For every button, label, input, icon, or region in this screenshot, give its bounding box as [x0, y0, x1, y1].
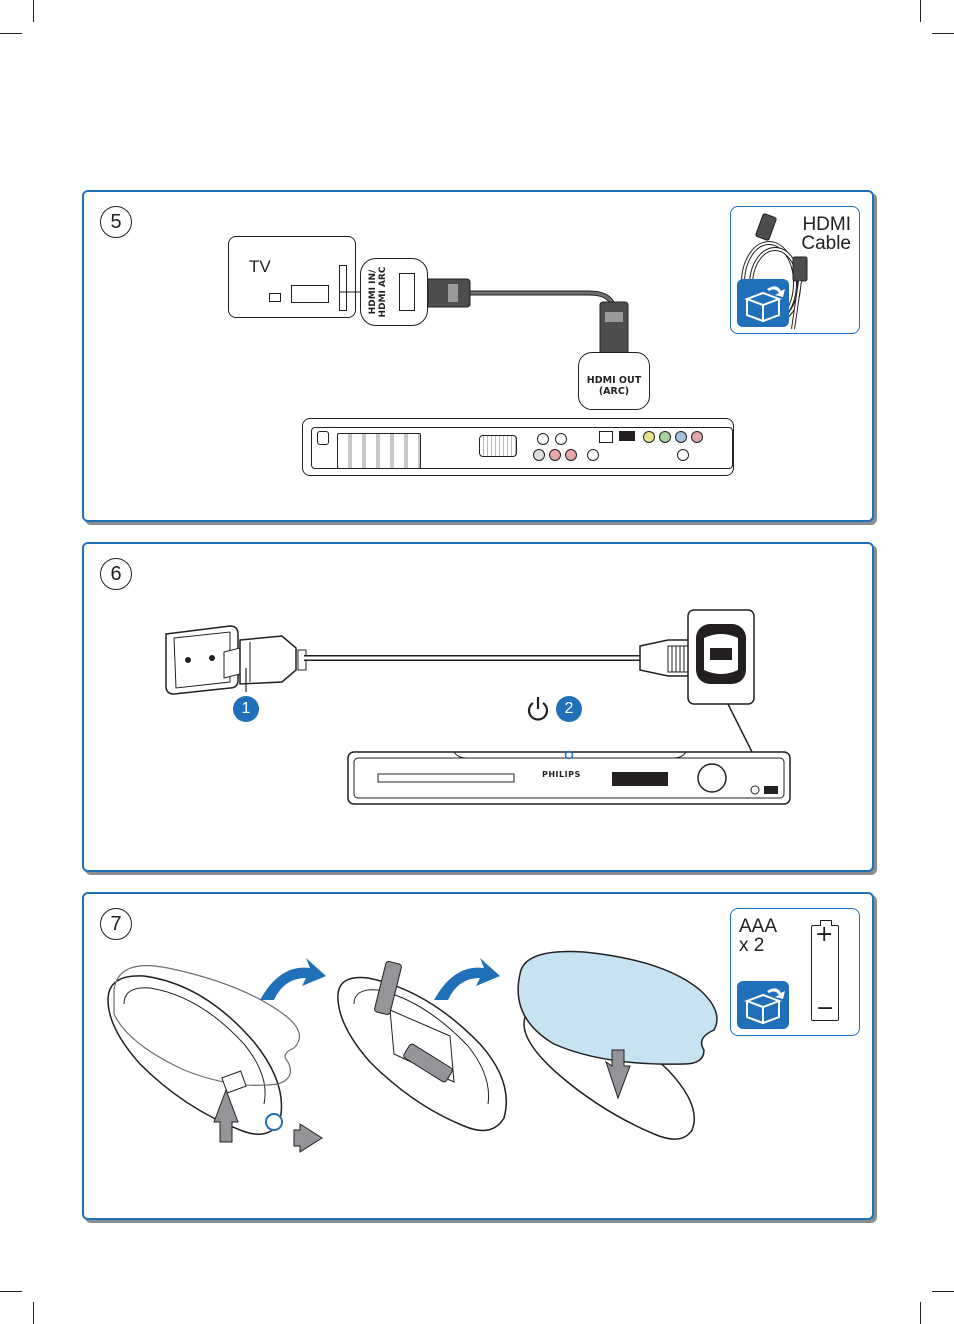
power-icon — [527, 697, 549, 721]
hdmi-in-port-callout: HDMI IN/ HDMI ARC — [360, 258, 428, 326]
step-number: 7 — [100, 908, 132, 940]
crop-mark — [33, 0, 34, 22]
step-number: 5 — [100, 206, 132, 238]
step-number: 6 — [100, 558, 132, 590]
receiver-rear-panel — [302, 418, 734, 476]
brand-logo: PHILIPS — [542, 770, 581, 779]
crop-mark — [932, 1291, 954, 1292]
crop-mark — [932, 33, 954, 34]
crop-mark — [920, 1302, 921, 1324]
inset-hdmi-line2: Cable — [801, 233, 851, 254]
tv-label: TV — [249, 257, 271, 276]
package-box-icon — [737, 279, 789, 327]
crop-mark — [920, 0, 921, 22]
inset-hdmi-line1: HDMI — [802, 214, 851, 235]
battery-inset: AAA x 2 + − — [730, 908, 860, 1036]
hdmi-cable-inset: HDMI Cable — [730, 206, 860, 334]
tv-illustration: TV — [228, 236, 356, 318]
step-6-panel: 6 — [82, 542, 874, 872]
battery-minus: − — [816, 996, 835, 1021]
crop-mark — [0, 1291, 22, 1292]
crop-mark — [0, 33, 22, 34]
hdmi-in-label-line2: HDMI ARC — [378, 266, 388, 318]
step-5-panel: 5 TV HDMI IN/ HDMI ARC HDMI OUT (ARC) — [82, 190, 874, 522]
battery-icon: + − — [811, 920, 839, 1021]
crop-mark — [33, 1302, 34, 1324]
step-7-panel: 7 AAA x 2 + − — [82, 892, 874, 1220]
package-box-icon — [737, 981, 789, 1029]
power-cord-illustration — [165, 609, 791, 805]
hdmi-out-label-line2: (ARC) — [598, 386, 630, 397]
step-badge-1: 1 — [233, 696, 259, 722]
hdmi-in-label-line1: HDMI IN/ — [368, 269, 378, 315]
hdmi-out-label-line1: HDMI OUT — [586, 375, 642, 386]
battery-plus: + — [815, 922, 834, 947]
inset-aaa-line1: AAA — [739, 916, 778, 937]
step-badge-2: 2 — [556, 696, 582, 722]
hdmi-out-port-callout: HDMI OUT (ARC) — [578, 352, 650, 410]
remote-battery-illustration — [107, 950, 718, 1153]
inset-aaa-line2: x 2 — [739, 935, 765, 956]
